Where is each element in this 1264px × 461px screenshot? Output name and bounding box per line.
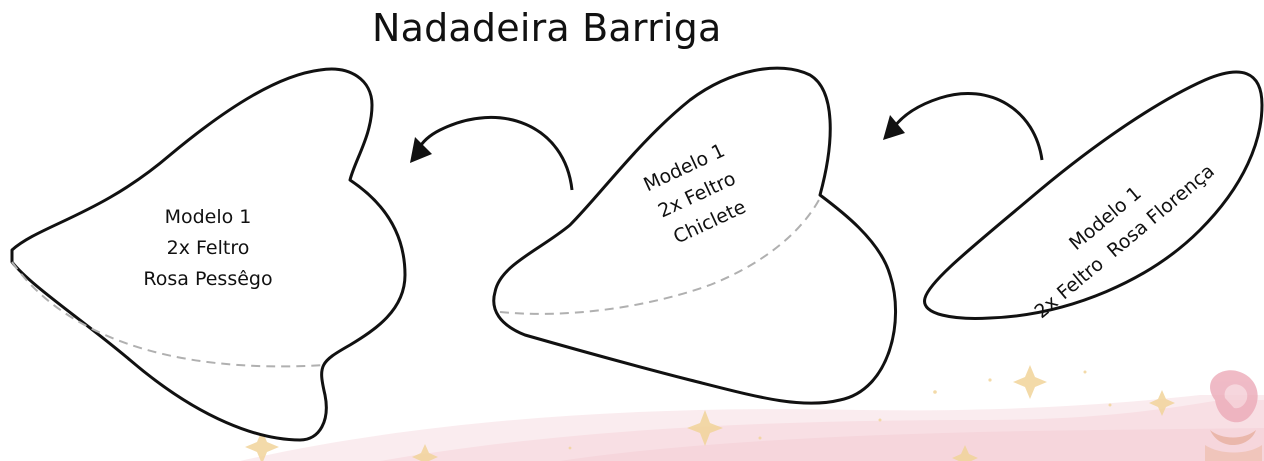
pattern-piece-right <box>923 70 1264 320</box>
sparkle-icon <box>1149 390 1175 416</box>
sparkle-icon <box>245 430 279 461</box>
piece-fold-line <box>499 197 821 315</box>
page-title: Nadadeira Barriga <box>372 6 722 50</box>
arrow-curved-left-icon <box>410 115 574 191</box>
piece-outline <box>10 67 407 442</box>
sparkle-icon <box>412 444 438 461</box>
sparkle-icons <box>245 365 1175 461</box>
arrow-curved-left-icon <box>883 92 1044 161</box>
piece-fold-line <box>11 261 326 368</box>
pattern-piece-middle <box>492 66 897 405</box>
piece-outline <box>923 70 1264 320</box>
piece-label-left: Modelo 1 2x Feltro Rosa Pessêgo <box>118 202 298 295</box>
sparkle-icon <box>952 445 978 461</box>
piece-label-line: Modelo 1 <box>164 206 252 228</box>
rose-logo-icon <box>1205 370 1262 461</box>
pattern-piece-left <box>10 67 407 442</box>
sparkle-icon <box>1013 365 1047 399</box>
sparkle-icon <box>687 410 723 446</box>
watermark-decoration <box>240 395 1264 461</box>
piece-label-line: 2x Feltro <box>166 237 250 259</box>
piece-label-line: Rosa Pessêgo <box>143 268 273 290</box>
piece-outline <box>492 66 897 405</box>
